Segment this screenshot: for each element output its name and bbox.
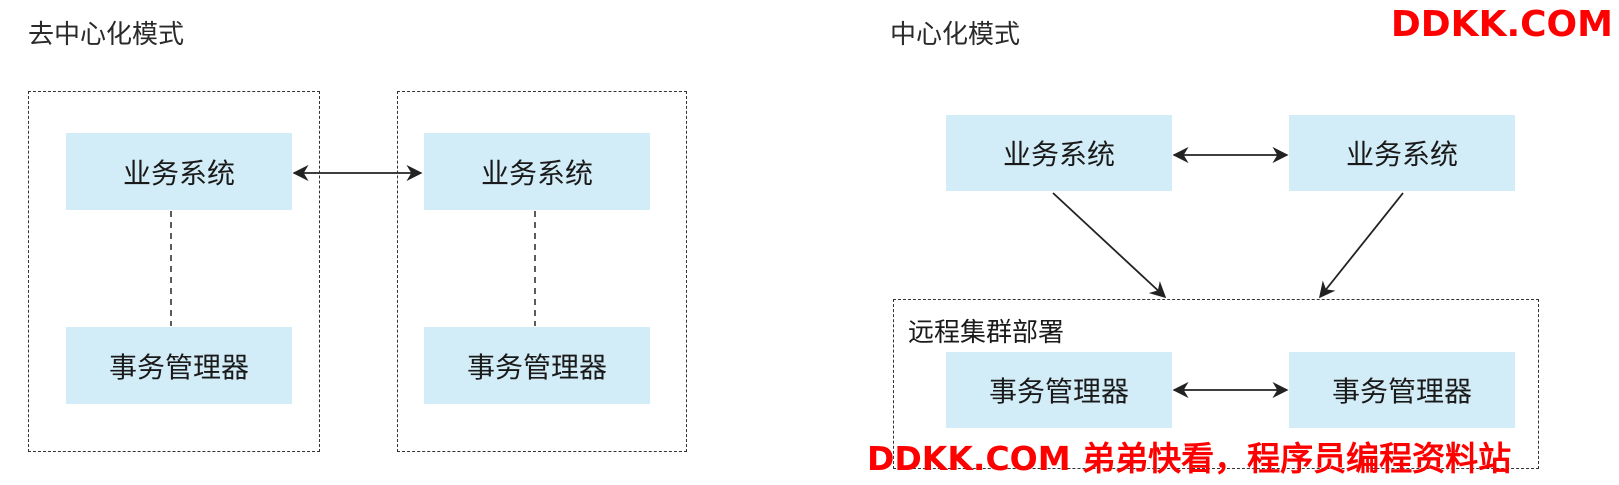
right-to-cluster-arrow — [1318, 192, 1404, 299]
business-system-box-left: 业务系统 — [66, 133, 292, 210]
decentralized-mode-title: 去中心化模式 — [28, 20, 185, 50]
central-business-system-box-right: 业务系统 — [1289, 115, 1515, 191]
centralized-mode-title: 中心化模式 — [890, 20, 1021, 50]
decentralized-group-left — [28, 91, 320, 452]
watermark-top: DDKK.COM — [1390, 4, 1613, 45]
decentralized-group-right — [397, 91, 687, 452]
remote-cluster-group — [893, 299, 1539, 469]
transaction-manager-box-left: 事务管理器 — [66, 327, 292, 404]
central-business-system-box-left: 业务系统 — [946, 115, 1172, 191]
watermark-bottom: DDKK.COM 弟弟快看，程序员编程资料站 — [867, 439, 1512, 478]
business-system-box-right: 业务系统 — [424, 133, 650, 210]
remote-cluster-label: 远程集群部署 — [908, 318, 1065, 348]
transaction-manager-box-right: 事务管理器 — [424, 327, 650, 404]
central-transaction-manager-box-left: 事务管理器 — [946, 352, 1172, 428]
left-to-cluster-arrow — [1052, 192, 1167, 299]
central-transaction-manager-box-right: 事务管理器 — [1289, 352, 1515, 428]
